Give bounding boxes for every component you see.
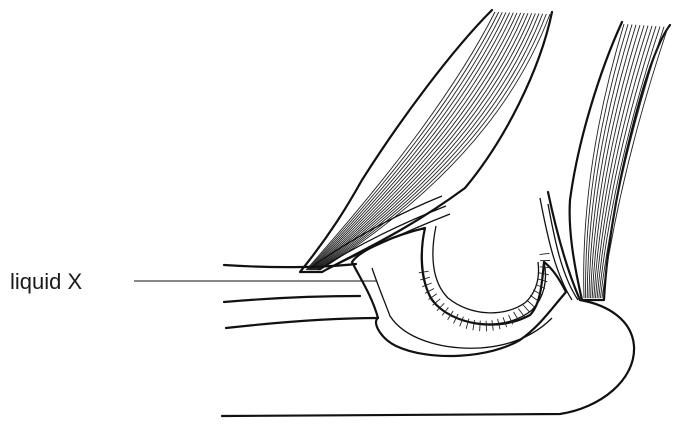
upper-muscle bbox=[300, 10, 552, 272]
cartilage-tick bbox=[540, 253, 550, 254]
cartilage-tick bbox=[527, 300, 535, 307]
cartilage-tick bbox=[518, 309, 524, 317]
muscle-fiber bbox=[316, 13, 535, 270]
muscle-fiber bbox=[600, 27, 664, 298]
cartilage-tick bbox=[523, 305, 530, 313]
liquid-x-label: liquid X bbox=[10, 269, 82, 294]
cartilage-tick bbox=[530, 295, 538, 301]
tendons bbox=[310, 196, 578, 300]
joint-capsule bbox=[352, 226, 566, 356]
cartilage-tick bbox=[480, 321, 481, 331]
bone-outlines bbox=[222, 192, 634, 416]
cartilage-tick bbox=[473, 320, 475, 330]
cartilage-tick bbox=[466, 319, 469, 329]
muscle-fiber bbox=[313, 13, 524, 270]
right-muscle bbox=[570, 22, 670, 300]
